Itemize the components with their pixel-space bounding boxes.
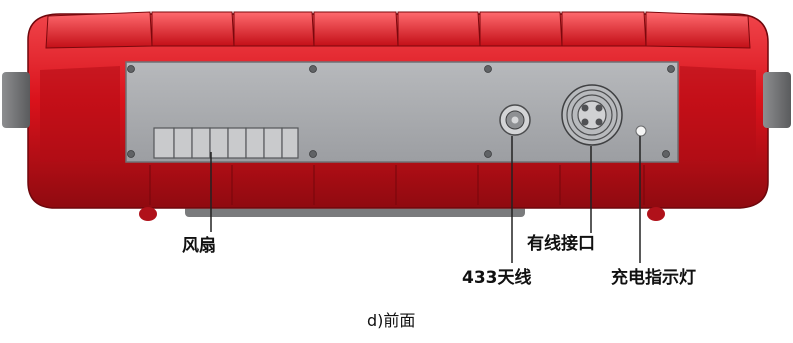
wired-port-label: 有线接口 bbox=[527, 234, 595, 254]
fan-grille bbox=[153, 127, 299, 159]
fan-label: 风扇 bbox=[182, 236, 216, 256]
wired-port-connector bbox=[561, 84, 623, 146]
antenna-label: 433天线 bbox=[462, 268, 532, 288]
antenna-connector bbox=[499, 104, 531, 136]
figure-caption: d)前面 bbox=[367, 311, 416, 330]
charge-indicator-light bbox=[635, 125, 647, 137]
panel-screws bbox=[127, 65, 675, 158]
leader-lines bbox=[210, 136, 641, 263]
left-rubber-bumper bbox=[2, 72, 30, 128]
right-rubber-bumper bbox=[763, 72, 791, 128]
charge-light-label: 充电指示灯 bbox=[611, 268, 696, 288]
